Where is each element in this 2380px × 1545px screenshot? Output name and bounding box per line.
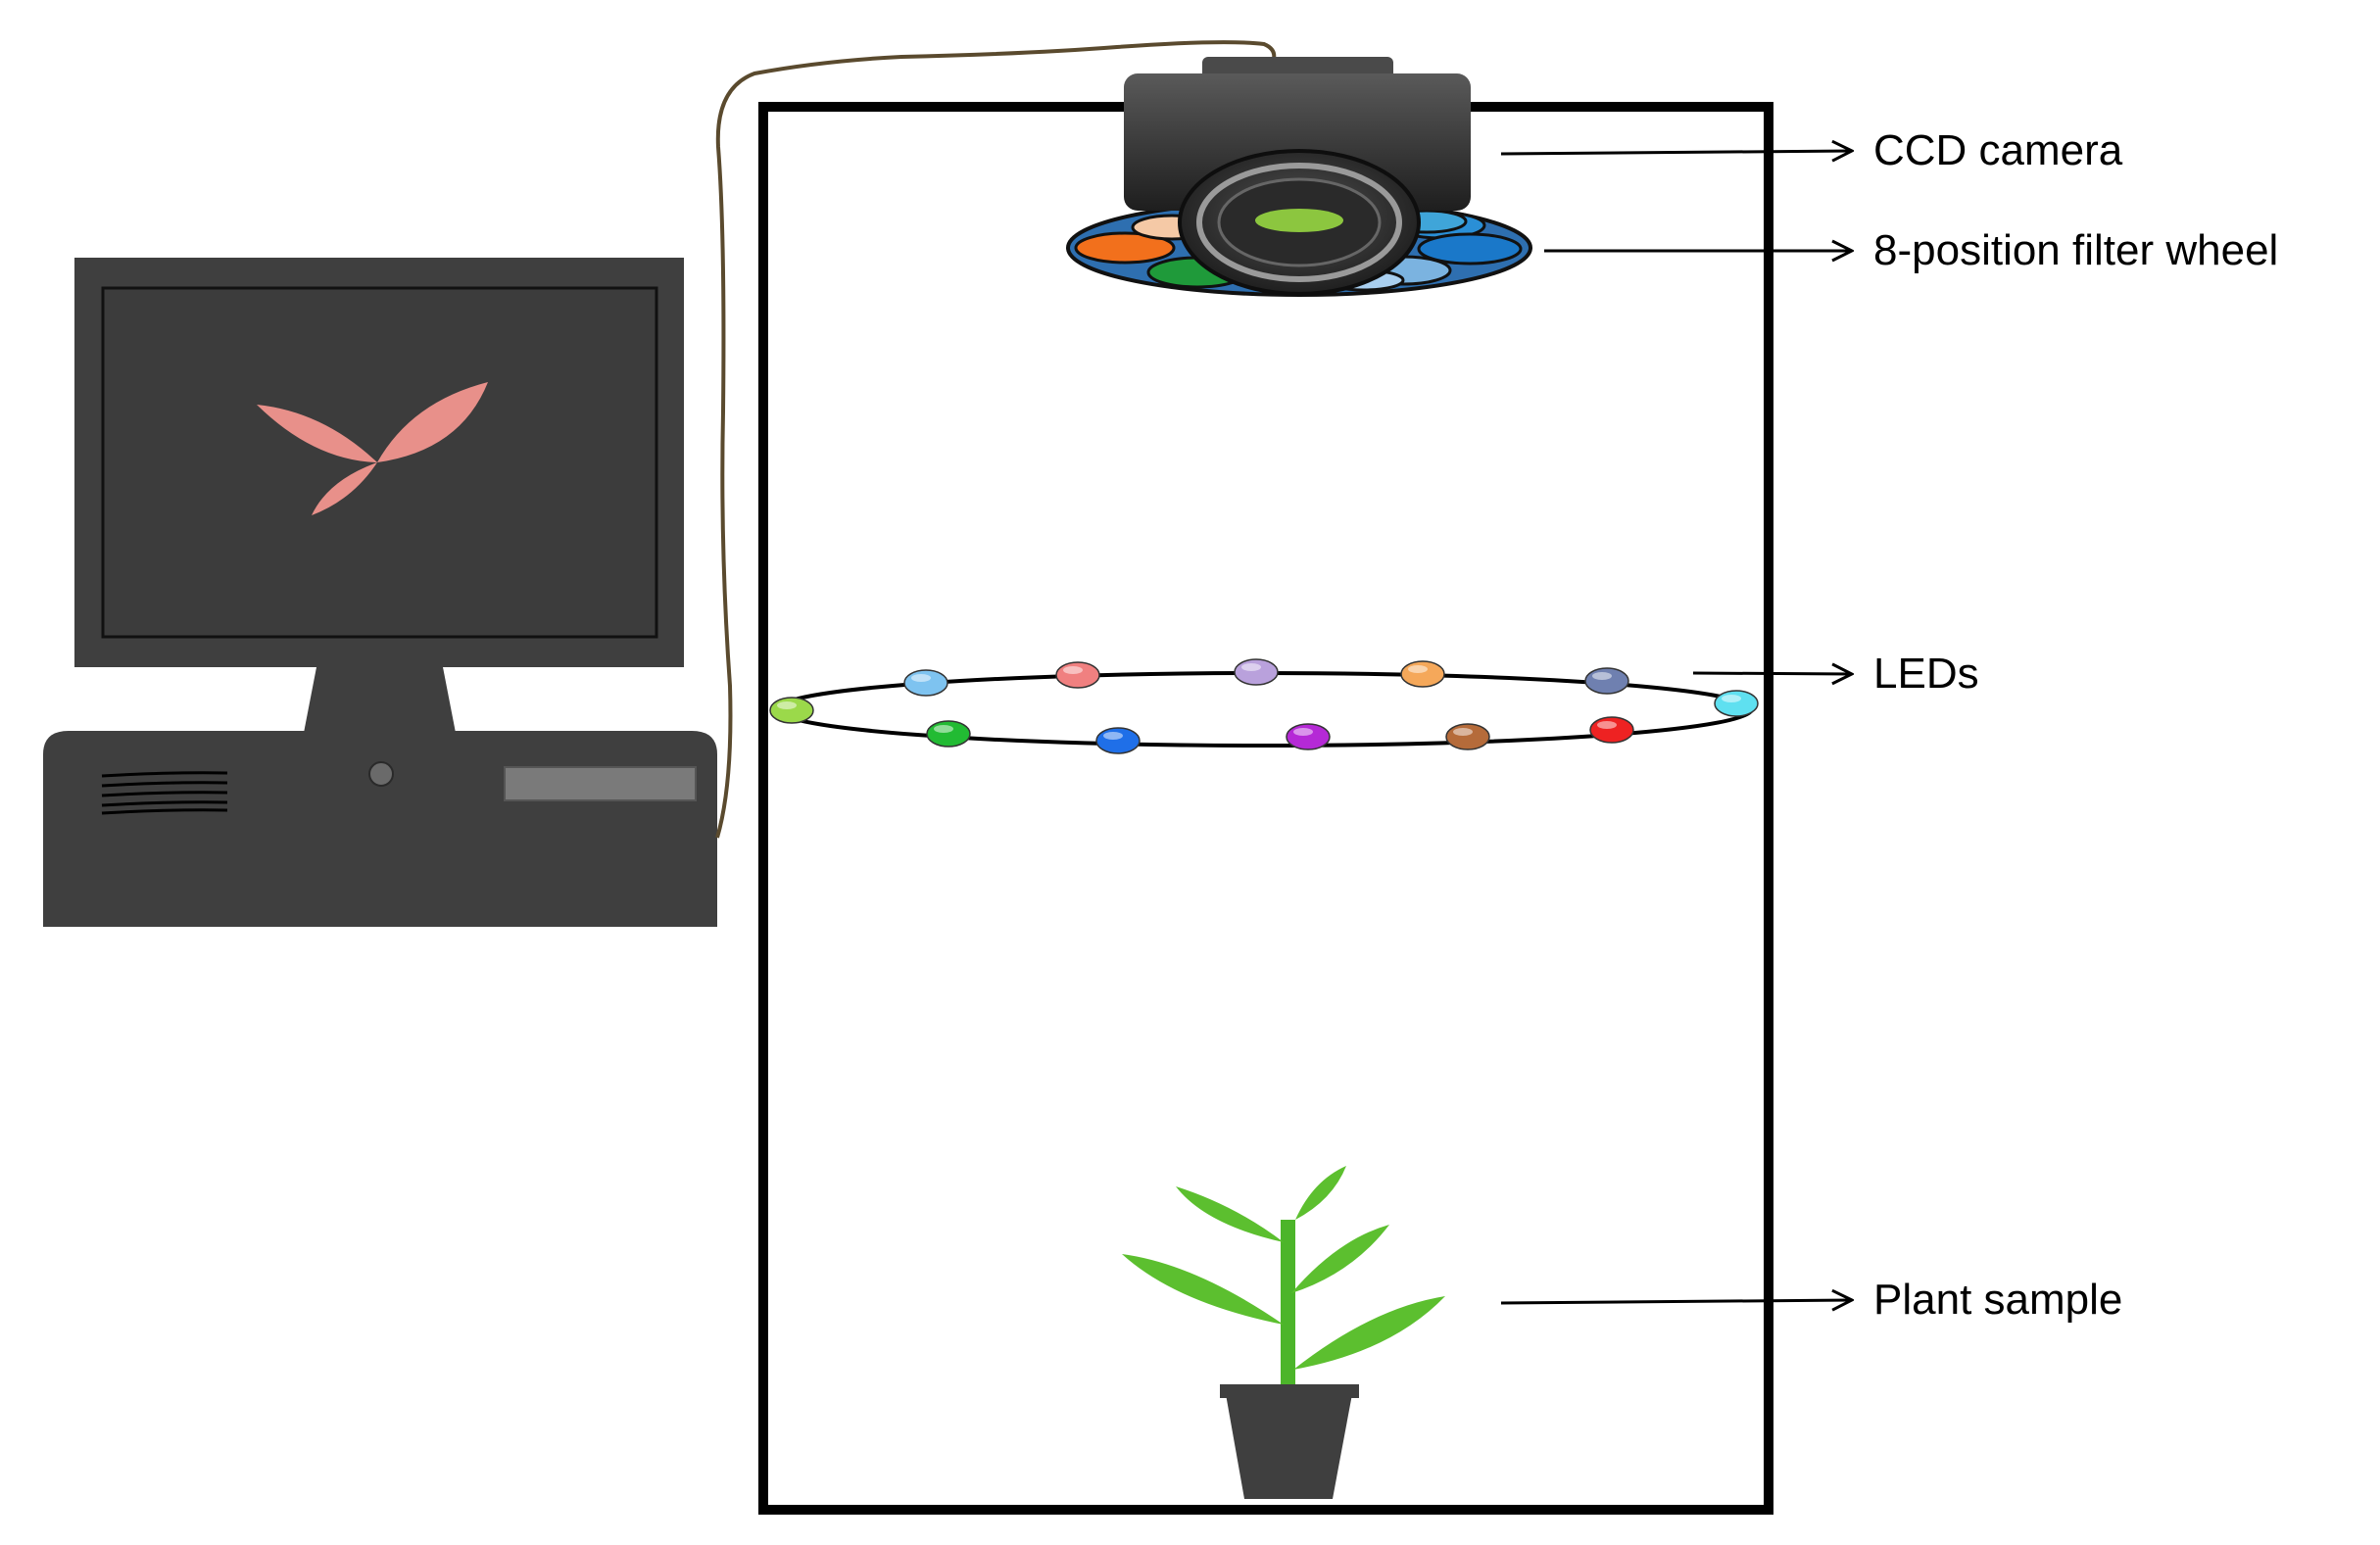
leds-label: LEDs — [1873, 650, 1979, 698]
plant-label: Plant sample — [1873, 1276, 2122, 1324]
led-highlight — [1063, 666, 1083, 674]
ccd-camera — [1124, 57, 1471, 296]
led — [1714, 690, 1759, 717]
monitor-stand — [304, 667, 456, 733]
led — [1445, 723, 1490, 750]
led-highlight — [1453, 728, 1473, 736]
led-ring — [769, 658, 1759, 754]
imaging-chamber — [758, 102, 1773, 1515]
led-highlight — [934, 725, 953, 733]
led — [1400, 660, 1445, 688]
plant-pot — [1226, 1394, 1352, 1499]
led-highlight — [1293, 728, 1313, 736]
computer — [43, 258, 717, 927]
led-highlight — [1597, 721, 1617, 729]
led — [926, 720, 971, 748]
led — [1095, 727, 1141, 754]
filter-slot — [1074, 231, 1176, 265]
camera-label: CCD camera — [1873, 126, 2123, 174]
led-highlight — [1408, 665, 1428, 673]
vent-icon — [101, 771, 228, 815]
computer-base — [43, 731, 717, 927]
led — [1286, 723, 1331, 750]
plant-sample — [1122, 1166, 1445, 1499]
arrows — [1500, 151, 1852, 1303]
led-highlight — [911, 674, 931, 682]
disk-drive — [504, 766, 697, 801]
led-highlight — [777, 701, 797, 709]
screen-leaf-icon — [257, 382, 488, 515]
camera-arrow — [1500, 151, 1852, 154]
cable — [715, 40, 1277, 839]
led-highlight — [1103, 732, 1123, 740]
led — [1234, 658, 1279, 686]
plant-stem — [1281, 1220, 1295, 1384]
led — [769, 697, 814, 724]
filter-slot — [1417, 232, 1523, 266]
led — [1589, 716, 1634, 744]
monitor-screen — [101, 286, 658, 639]
power-button-icon — [368, 761, 394, 787]
plant-arrow — [1500, 1300, 1852, 1303]
led-highlight — [1241, 663, 1261, 671]
led-highlight — [1592, 672, 1612, 680]
led — [1584, 667, 1629, 695]
led-highlight — [1722, 695, 1741, 702]
led — [1055, 661, 1100, 689]
led — [903, 669, 948, 697]
filter-wheel-label: 8-position filter wheel — [1873, 226, 2278, 274]
leds-arrow — [1692, 673, 1852, 674]
